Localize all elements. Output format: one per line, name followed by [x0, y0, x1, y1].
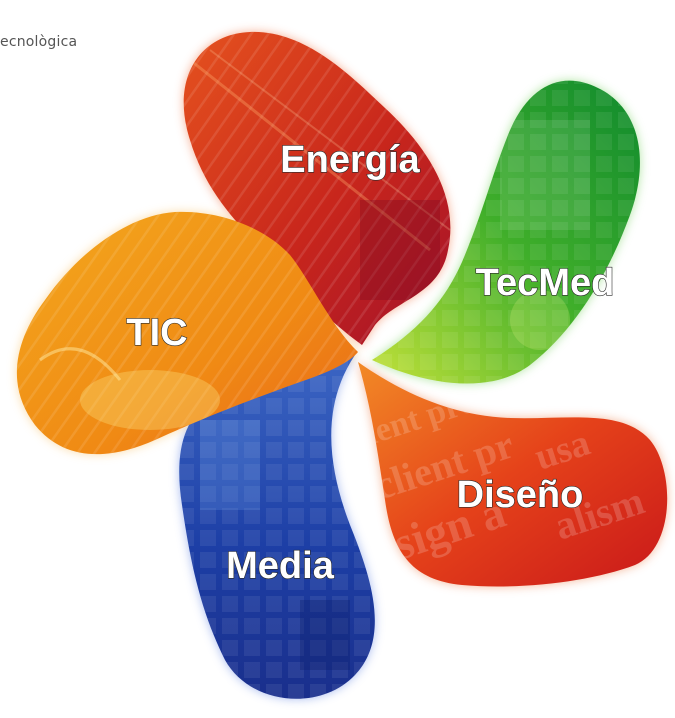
petal-diseno: ient pro client pr sign a usa alism — [358, 362, 668, 587]
label-tic: TIC — [126, 312, 187, 354]
brand-fragment-text: ecnològica — [0, 34, 78, 50]
label-tecmed: TecMed — [476, 262, 615, 304]
label-energia: Energía — [280, 139, 420, 181]
label-media: Media — [226, 545, 335, 587]
label-diseno: Diseño — [457, 474, 584, 516]
